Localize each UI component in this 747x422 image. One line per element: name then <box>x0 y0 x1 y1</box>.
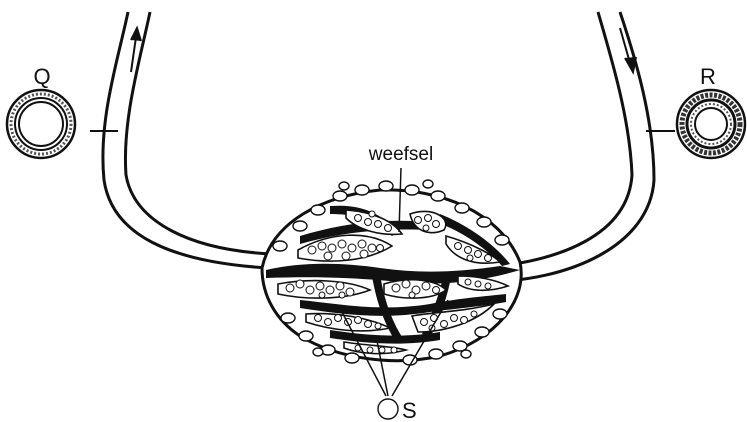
tissue-label: weefsel <box>368 144 433 165</box>
tissue-mass <box>262 180 521 365</box>
capillary-cross-section-icon <box>378 399 398 419</box>
vein-cross-section-icon <box>677 90 745 158</box>
artery-cross-section-icon <box>7 90 75 158</box>
q-label: Q <box>33 64 50 89</box>
left-vessel <box>103 12 272 268</box>
s-label: S <box>402 398 417 422</box>
r-label: R <box>700 64 716 89</box>
